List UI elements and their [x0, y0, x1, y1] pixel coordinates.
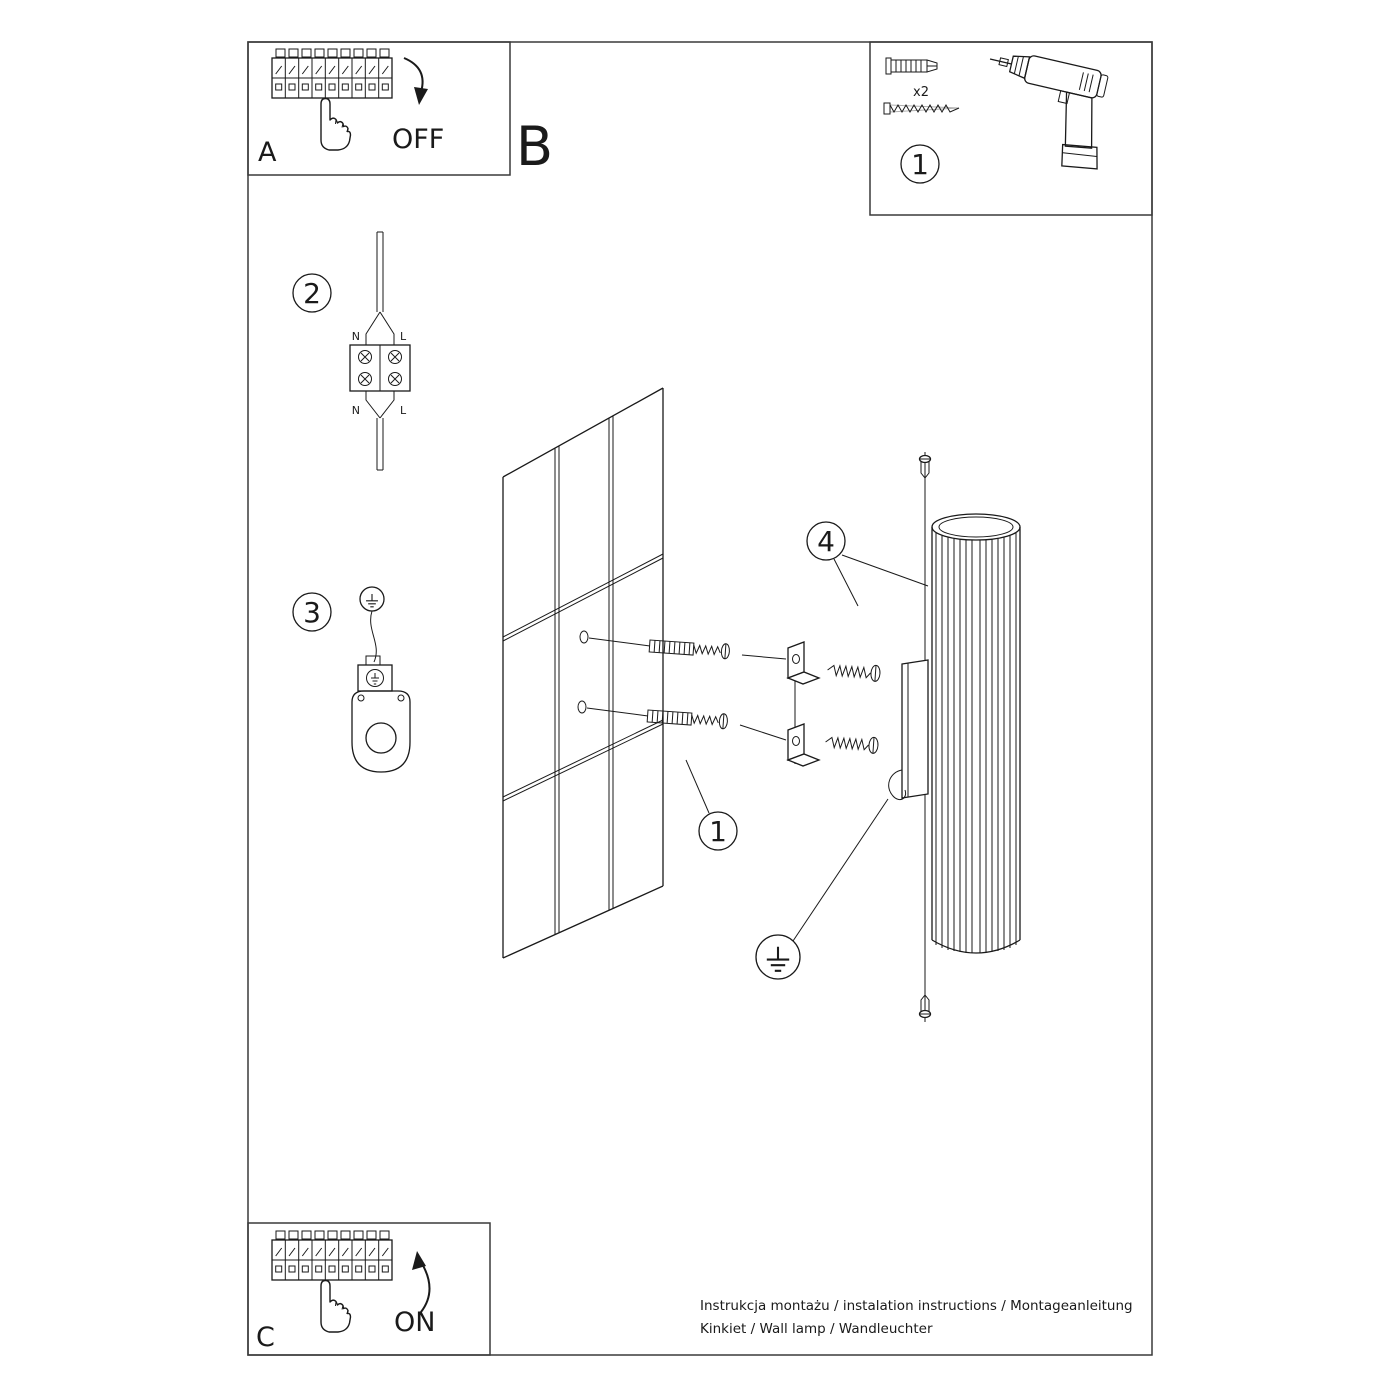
panel-c-border	[247, 1222, 491, 1356]
step-badge-hardware-number: 1	[911, 148, 929, 181]
leader-step4-lamp	[841, 554, 929, 587]
step-badge-4: 4	[806, 521, 846, 561]
mounting-bracket	[786, 641, 821, 767]
terminal-block-icon	[349, 344, 411, 392]
panel-borders	[247, 41, 1153, 1356]
pointing-hand-icon	[320, 97, 352, 151]
step-badge-2-number: 2	[303, 277, 321, 310]
drill-hole-bottom	[577, 700, 587, 714]
off-label: OFF	[392, 124, 444, 155]
wall-anchor-bottom	[646, 709, 728, 730]
lamp-back-plate	[888, 659, 929, 801]
mounting-screw-bottom	[825, 736, 879, 754]
panel-a: OFF A	[258, 48, 444, 168]
top-fixing-screw-icon	[918, 454, 932, 479]
lamp-fluting	[935, 532, 1017, 953]
pointing-hand-icon-c	[320, 1279, 352, 1333]
on-label: ON	[394, 1307, 435, 1338]
bottom-fixing-screw-icon	[918, 994, 932, 1019]
rotate-arrow-icon-c	[420, 1261, 431, 1313]
wall-plug-icon	[885, 57, 938, 75]
step-badge-4-number: 4	[817, 525, 835, 558]
main-illustration: 4 1	[502, 387, 1021, 1022]
earth-wire-icon	[370, 610, 377, 663]
hardware-box-border	[869, 41, 1153, 216]
mounting-screw-top	[827, 664, 881, 682]
wall-tiles	[502, 387, 664, 959]
wire-label-l-bottom: L	[400, 404, 407, 417]
leader-hole-top	[588, 637, 651, 647]
screw-icon	[883, 102, 960, 115]
footer-text: Instrukcja montażu / instalation instruc…	[700, 1298, 1133, 1337]
drill-hole-top	[579, 630, 589, 644]
wire-label-l-top: L	[400, 330, 407, 343]
panel-a-border	[247, 41, 511, 176]
outgoing-cable-icon	[365, 391, 395, 471]
hardware-box: x2 1	[883, 55, 1109, 184]
leader-hole-bottom	[586, 707, 649, 717]
step-3-grounding: 3	[292, 586, 411, 773]
wall-lamp	[931, 513, 1021, 954]
leader-earth	[792, 798, 889, 942]
leader-anchor-top	[741, 654, 787, 660]
earth-terminal-icon	[357, 655, 393, 692]
breaker-strip-icon-c	[271, 1230, 393, 1281]
wire-label-n-bottom: N	[352, 404, 360, 417]
panel-c: ON C	[256, 1230, 435, 1353]
step-badge-hardware: 1	[900, 144, 940, 184]
wire-label-n-top: N	[352, 330, 360, 343]
rotate-arrow-head	[414, 87, 428, 105]
panel-a-label: A	[258, 137, 277, 168]
mounting-clamp-icon	[351, 690, 411, 773]
rotate-arrow-head-c	[412, 1251, 426, 1270]
earth-symbol-large-icon	[755, 934, 801, 980]
earth-symbol-small-icon	[359, 586, 385, 612]
step-badge-1: 1	[698, 811, 738, 851]
step-badge-1-number: 1	[709, 815, 727, 848]
supply-cable-icon	[365, 231, 395, 345]
step-2-wiring: 2 N L N L	[292, 231, 411, 471]
wall-anchor-top	[648, 639, 730, 660]
footer-line-2: Kinkiet / Wall lamp / Wandleuchter	[700, 1321, 933, 1337]
leader-step4-bracket	[833, 558, 859, 607]
rotate-arrow-icon	[403, 57, 424, 93]
panel-b-border	[247, 41, 1153, 1356]
earth-hook-wire-icon	[888, 769, 907, 801]
breaker-strip-icon	[271, 48, 393, 99]
panel-b-label: B	[516, 115, 553, 178]
panel-c-label: C	[256, 1322, 275, 1353]
drill-icon	[989, 55, 1109, 170]
anchor-qty-label: x2	[913, 85, 929, 100]
step-badge-3-number: 3	[303, 596, 321, 629]
step-badge-2: 2	[292, 273, 332, 313]
leader-anchor-bottom	[739, 724, 787, 741]
leader-step1	[685, 759, 710, 814]
step-badge-3: 3	[292, 592, 332, 632]
footer-line-1: Instrukcja montażu / instalation instruc…	[700, 1298, 1133, 1314]
